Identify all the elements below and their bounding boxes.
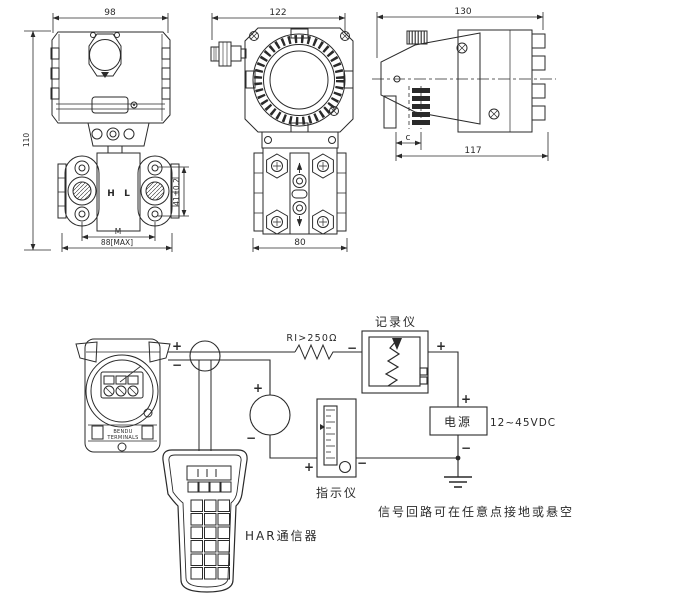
top-dim-bottom bbox=[395, 132, 549, 161]
indicator-meter bbox=[316, 398, 357, 478]
recorder-label: 记录仪 bbox=[375, 315, 417, 329]
top-view: 130 c bbox=[372, 7, 556, 161]
mark-low-label: L bbox=[124, 189, 130, 199]
conduit-connection bbox=[210, 41, 247, 67]
loop-resistor bbox=[294, 343, 363, 361]
hart-leads bbox=[198, 360, 212, 451]
front-dim-height bbox=[24, 30, 51, 251]
front-dim-width-label: 98 bbox=[104, 8, 116, 18]
side-dim-bottom bbox=[252, 238, 348, 252]
communicator-keypad bbox=[190, 499, 230, 580]
minus-transmitter: − bbox=[172, 358, 182, 372]
top-body bbox=[372, 29, 556, 133]
plus-transmitter: + bbox=[172, 339, 182, 353]
front-view: 98 110 bbox=[22, 8, 189, 252]
communicator-softkeys bbox=[187, 481, 232, 493]
plus-recorder-out: + bbox=[436, 339, 446, 353]
front-dim-bolt-span bbox=[81, 222, 156, 241]
front-dim-max-width-label: 88[MAX] bbox=[101, 238, 133, 247]
side-view: 122 bbox=[210, 8, 354, 252]
hart-clamp-junction bbox=[189, 340, 221, 372]
plus-power: + bbox=[461, 392, 471, 406]
front-dim-conn-spacing bbox=[158, 166, 189, 217]
front-display-cover bbox=[88, 32, 122, 78]
low-side-connection bbox=[140, 176, 170, 206]
wiring-transmitter: BENDU TERMINALS bbox=[75, 338, 171, 453]
power-supply-label: 电源 bbox=[444, 415, 472, 429]
loop-resistor-label: RI>250Ω bbox=[286, 333, 337, 344]
wire-recorder-power bbox=[428, 351, 459, 407]
side-dim-width-label: 122 bbox=[269, 8, 286, 18]
minus-power: − bbox=[461, 441, 471, 455]
transmitter-terminal-label-1: BENDU bbox=[113, 429, 132, 435]
front-nameplate bbox=[91, 96, 129, 114]
front-dim-max-width bbox=[61, 233, 173, 252]
ammeter bbox=[249, 394, 291, 436]
side-flange bbox=[253, 131, 347, 235]
wire-negative bbox=[168, 359, 271, 395]
ground-symbol bbox=[444, 476, 472, 488]
front-neck bbox=[87, 122, 150, 154]
front-dim-conn-spacing-label: 41±0.2 bbox=[172, 178, 181, 206]
wiring-diagram: BENDU TERMINALS + − RI>250Ω − + − + − 指示… bbox=[75, 315, 574, 593]
top-dim-width bbox=[376, 12, 544, 58]
transmitter-terminal-label-2: TERMINALS bbox=[106, 435, 138, 441]
top-dim-c-label: c bbox=[406, 133, 411, 143]
high-side-connection bbox=[67, 176, 97, 206]
ground-node bbox=[455, 455, 461, 461]
wire-ammeter-indicator bbox=[269, 435, 317, 459]
front-dim-bolt-span-label: M bbox=[115, 227, 121, 236]
indicator-label: 指示仪 bbox=[316, 485, 358, 500]
top-dim-bottom-label: 117 bbox=[464, 146, 481, 156]
terminal-strip bbox=[412, 88, 430, 125]
communicator-display bbox=[186, 465, 232, 481]
mark-high-label: H bbox=[107, 189, 115, 199]
front-flange bbox=[57, 152, 180, 232]
recorder bbox=[361, 330, 429, 394]
front-dim-height-label: 110 bbox=[22, 133, 31, 148]
power-supply-range: 12~45VDC bbox=[490, 417, 556, 429]
communicator-label: HAR通信器 bbox=[245, 529, 319, 543]
grounding-note: 信号回路可在任意点接地或悬空 bbox=[378, 504, 574, 519]
hart-communicator bbox=[162, 449, 248, 593]
plus-ammeter: + bbox=[253, 381, 263, 395]
minus-indicator: − bbox=[357, 456, 367, 470]
side-dim-bottom-label: 80 bbox=[294, 238, 306, 248]
minus-recorder-in: − bbox=[347, 341, 357, 355]
power-supply bbox=[429, 406, 488, 436]
front-dim-width bbox=[52, 13, 169, 33]
side-dim-width bbox=[211, 13, 346, 40]
top-dim-width-label: 130 bbox=[454, 7, 471, 17]
minus-ammeter: − bbox=[246, 431, 256, 445]
side-housing bbox=[244, 27, 354, 133]
plus-indicator: + bbox=[304, 460, 314, 474]
